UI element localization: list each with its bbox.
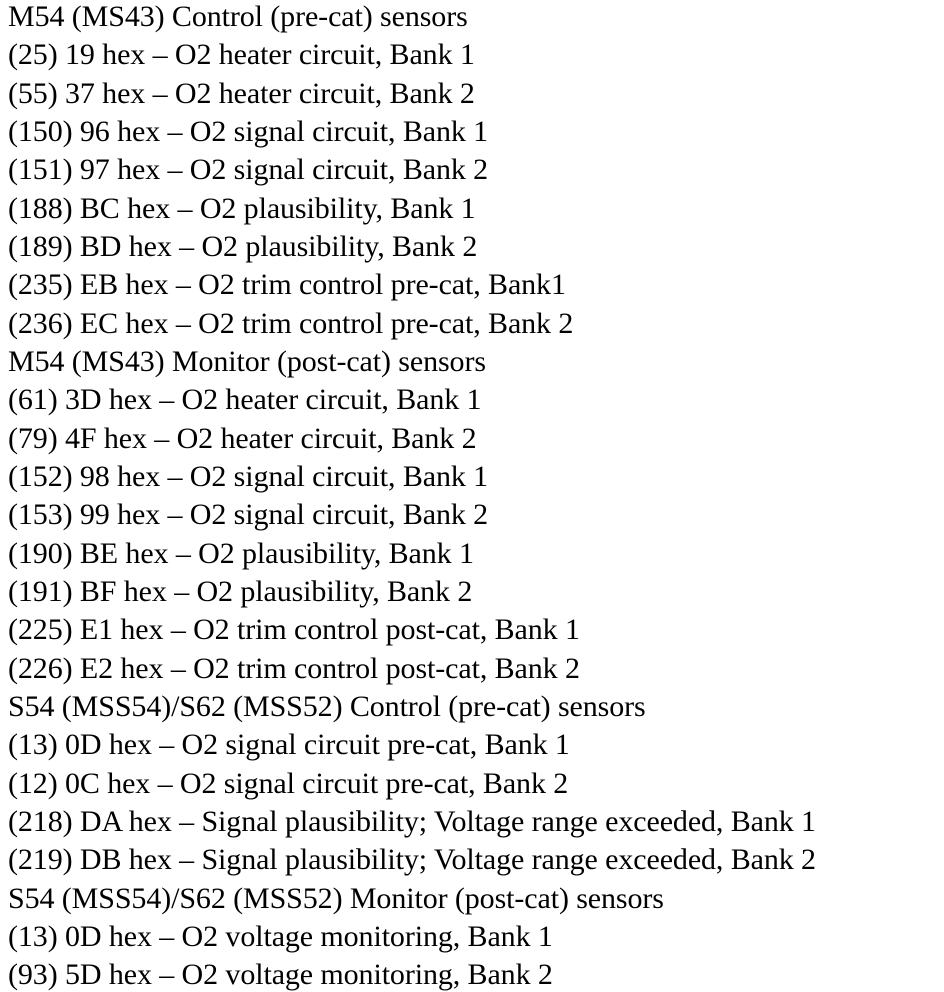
code-entry: (218) DA hex – Signal plausibility; Volt…	[8, 805, 816, 838]
code-entry: (150) 96 hex – O2 signal circuit, Bank 1	[8, 115, 489, 148]
code-entry: (226) E2 hex – O2 trim control post-cat,…	[8, 652, 580, 685]
code-entry: (188) BC hex – O2 plausibility, Bank 1	[8, 192, 476, 225]
code-entry: (153) 99 hex – O2 signal circuit, Bank 2	[8, 498, 489, 531]
code-entry: (191) BF hex – O2 plausibility, Bank 2	[8, 575, 473, 608]
code-entry: (13) 0D hex – O2 voltage monitoring, Ban…	[8, 920, 553, 953]
code-entry: (225) E1 hex – O2 trim control post-cat,…	[8, 613, 580, 646]
code-entry: (151) 97 hex – O2 signal circuit, Bank 2	[8, 153, 489, 186]
code-entry: (190) BE hex – O2 plausibility, Bank 1	[8, 537, 474, 570]
code-entry: (55) 37 hex – O2 heater circuit, Bank 2	[8, 77, 475, 110]
section-heading: M54 (MS43) Monitor (post-cat) sensors	[8, 345, 486, 378]
code-entry: (61) 3D hex – O2 heater circuit, Bank 1	[8, 383, 482, 416]
code-entry: (189) BD hex – O2 plausibility, Bank 2	[8, 230, 478, 263]
code-entry: (219) DB hex – Signal plausibility; Volt…	[8, 843, 816, 876]
code-entry: (236) EC hex – O2 trim control pre-cat, …	[8, 307, 574, 340]
code-entry: (79) 4F hex – O2 heater circuit, Bank 2	[8, 422, 477, 455]
code-entry: (93) 5D hex – O2 voltage monitoring, Ban…	[8, 958, 553, 991]
code-entry: (152) 98 hex – O2 signal circuit, Bank 1	[8, 460, 489, 493]
code-entry: (13) 0D hex – O2 signal circuit pre-cat,…	[8, 728, 570, 761]
section-heading: S54 (MSS54)/S62 (MSS52) Monitor (post-ca…	[8, 882, 664, 915]
section-heading: M54 (MS43) Control (pre-cat) sensors	[8, 0, 468, 33]
section-heading: S54 (MSS54)/S62 (MSS52) Control (pre-cat…	[8, 690, 646, 723]
code-entry: (235) EB hex – O2 trim control pre-cat, …	[8, 268, 566, 301]
code-entry: (25) 19 hex – O2 heater circuit, Bank 1	[8, 38, 475, 71]
code-entry: (12) 0C hex – O2 signal circuit pre-cat,…	[8, 767, 569, 800]
